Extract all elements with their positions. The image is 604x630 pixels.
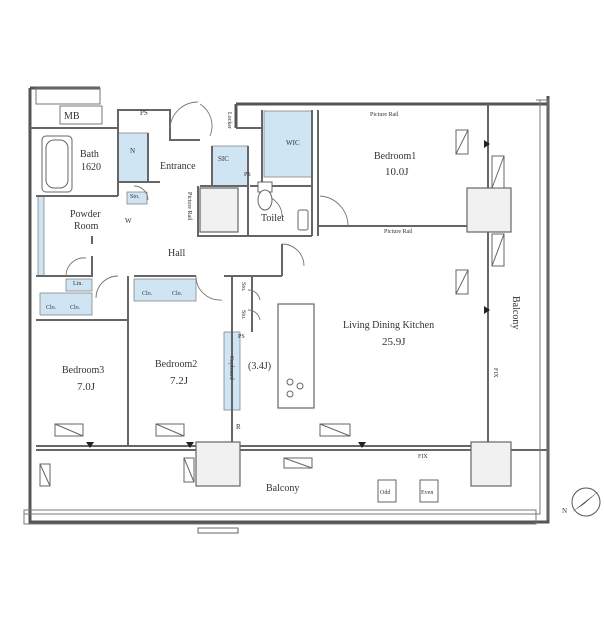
column-right-lower: [470, 441, 512, 487]
cupboard-size-label: (3.4J): [248, 361, 272, 372]
window-icon: [183, 457, 195, 483]
ps-toilet-label: PS: [244, 172, 251, 178]
hall-label: Hall: [168, 248, 186, 259]
n-closet: [117, 132, 149, 183]
balcony-right-label: Balcony: [510, 296, 521, 330]
bedroom2-closet: [133, 278, 197, 302]
cupboard-label: Cupboard: [228, 356, 234, 380]
sto-label-2: Sto.: [240, 282, 246, 292]
bedroom3-size-label: 7.0J: [77, 381, 96, 393]
bath-label: Bath: [80, 149, 99, 160]
picture-rail-vertical-label: Picture Rail: [186, 192, 192, 221]
wic-closet: [263, 110, 313, 178]
door-swing-icon: [65, 101, 349, 321]
sic-label: SIC: [218, 155, 229, 163]
linen-closet: [65, 278, 93, 292]
window-icon: [155, 423, 185, 437]
toilet-icon: [257, 181, 273, 211]
bedroom1-label: Bedroom1: [374, 151, 417, 162]
meter-panels: [197, 479, 439, 534]
fix-side-label: FIX: [492, 368, 498, 378]
columns: [195, 187, 512, 487]
locker-label: Locker: [226, 112, 232, 129]
fix-bottom-label: FIX: [418, 454, 428, 460]
window-icon: [491, 155, 505, 189]
mb-label: MB: [64, 111, 80, 122]
window-icon: [283, 457, 313, 469]
clo-label-4: Clo.: [172, 291, 183, 297]
north-label: N: [562, 507, 568, 515]
column-right-upper: [466, 187, 512, 233]
linen-label: Lin.: [73, 281, 83, 287]
ldk-label: Living Dining Kitchen: [343, 320, 435, 331]
storage-areas: [37, 110, 313, 411]
bath-size-label: 1620: [81, 162, 101, 173]
window-icon: [491, 233, 505, 267]
window-icon: [455, 129, 469, 155]
picture-rail-top-label: Picture Rail: [370, 112, 399, 118]
window-icon: [319, 423, 351, 437]
stove-icon: [286, 378, 304, 398]
ps-label: PS: [140, 109, 148, 117]
n-closet-label: N: [130, 147, 136, 155]
window-icon: [54, 423, 84, 437]
w-label: W: [125, 217, 132, 225]
sto-entry-label: Sto.: [130, 194, 140, 200]
r-label: R: [236, 423, 241, 431]
bathtub-icon: [41, 135, 73, 193]
bedroom2-label: Bedroom2: [155, 359, 198, 370]
column-bottom: [195, 441, 241, 487]
column-entrance: [199, 187, 239, 233]
window-icon: [455, 269, 469, 295]
kitchen-island: [277, 303, 315, 409]
bedroom3-closet: [39, 292, 93, 316]
sto-closet: [126, 191, 148, 205]
clo-label-3: Clo.: [142, 291, 153, 297]
sic-closet: [211, 145, 249, 187]
odd-label: Odd: [380, 490, 391, 496]
balcony-bottom-label: Balcony: [266, 483, 300, 494]
ps-kitchen-label: PS: [238, 334, 245, 340]
powder-room-label-2: Room: [74, 221, 99, 232]
wic-label: WIC: [286, 139, 300, 147]
compass-icon: [571, 487, 601, 517]
picture-rail-mid-label: Picture Rail: [384, 229, 413, 235]
window-icons: [39, 129, 505, 487]
powder-counter: [37, 195, 45, 277]
ldk-size-label: 25.9J: [382, 336, 406, 348]
clo-label-1: Clo.: [46, 305, 57, 311]
clo-label-2: Clo.: [70, 305, 81, 311]
sto-label-3: Sto.: [240, 310, 246, 320]
bedroom1-size-label: 10.0J: [385, 166, 409, 178]
balcony-rails: [23, 87, 549, 525]
bedroom3-label: Bedroom3: [62, 365, 105, 376]
bedroom2-size-label: 7.2J: [170, 375, 189, 387]
even-label: Even: [421, 490, 434, 496]
direction-markers: [86, 140, 490, 448]
powder-room-label-1: Powder: [70, 209, 101, 220]
entrance-label: Entrance: [160, 161, 196, 172]
toilet-label: Toilet: [261, 213, 285, 224]
window-icon: [39, 463, 51, 487]
